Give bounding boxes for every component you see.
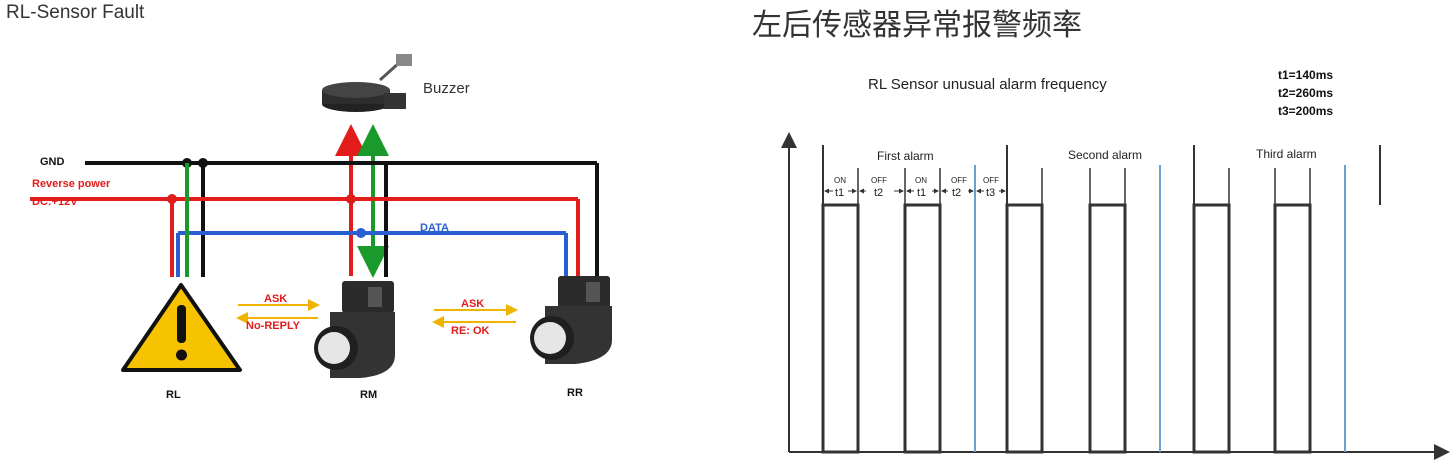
pulse-3-2 [1273,203,1312,454]
pulse-2-1 [1005,203,1044,454]
ask-label-left: ASK [264,293,287,305]
ask-label-right: ASK [461,298,484,310]
off-label-2: OFF [951,176,967,185]
warning-icon [121,283,242,372]
t3-label: t3 [986,187,995,199]
chart-title: RL Sensor unusual alarm frequency [868,76,1107,93]
off-label-3: OFF [983,176,999,185]
rr-label: RR [567,387,583,399]
right-panel-title: 左后传感器异常报警频率 [752,8,1082,43]
param-t2: t2=260ms [1278,86,1333,100]
pulse-3-1 [1192,203,1231,454]
buzzer-icon [322,54,412,112]
power-wire [30,194,580,277]
pulse-2-2 [1088,203,1127,454]
on-label-2: ON [915,176,927,185]
pulse-1-1 [821,203,860,454]
t2-label-1: t2 [874,187,883,199]
group-label-second: Second alarm [1068,148,1142,162]
re-ok-label: RE: OK [451,325,490,337]
rr-sensor-icon [530,276,612,364]
buzzer-label: Buzzer [423,80,470,97]
param-t1: t1=140ms [1278,68,1333,82]
t1-label-2: t1 [917,187,926,199]
pulse-1-2 [903,203,942,454]
reverse-power-label: Reverse power [32,178,111,190]
no-reply-label: No-REPLY [246,320,301,332]
t2-label-2: t2 [952,187,961,199]
data-label: DATA [420,222,449,234]
dc-voltage-label: DC:+12V [32,196,78,208]
rm-sensor-icon [314,281,395,378]
rl-label: RL [166,389,181,401]
pulse-ticks [857,168,1311,205]
group-label-first: First alarm [877,149,934,163]
group-dividers [974,165,1346,452]
param-t3: t3=200ms [1278,104,1333,118]
left-panel-title: RL-Sensor Fault [6,2,145,23]
gnd-wire [85,158,599,277]
data-wire [176,228,568,277]
alarm-pulses [821,203,1312,454]
on-label-1: ON [834,176,846,185]
rm-label: RM [360,389,377,401]
gnd-label: GND [40,156,65,168]
period-markers [822,145,1381,205]
off-label-1: OFF [871,176,887,185]
t1-label-1: t1 [835,187,844,199]
group-label-third: Third alarm [1256,147,1317,161]
